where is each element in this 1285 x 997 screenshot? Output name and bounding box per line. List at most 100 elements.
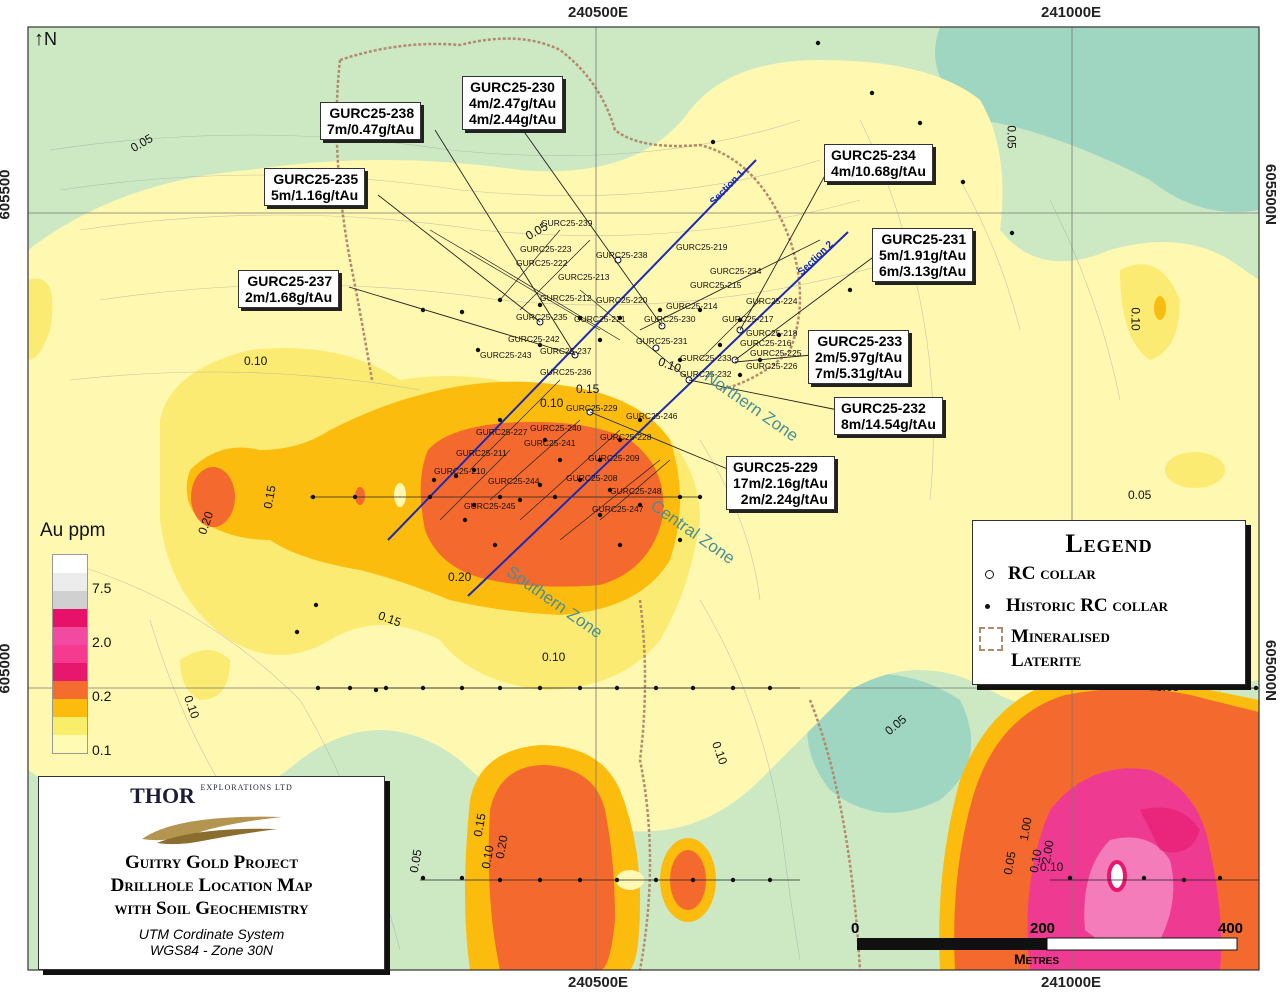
colour-scale-label: 0.2 bbox=[92, 688, 112, 704]
hole-label: GURC25-218 bbox=[746, 328, 798, 338]
hole-label: GURC25-245 bbox=[464, 501, 516, 511]
callout-intercept: 7m/5.31g/tAu bbox=[815, 365, 903, 381]
scale-tick-200: 200 bbox=[1030, 920, 1056, 937]
colour-scale-swatch bbox=[52, 735, 88, 753]
hole-label: GURC25-239 bbox=[541, 218, 593, 228]
grid-label-top-2: 241000E bbox=[1041, 4, 1102, 21]
hole-label: GURC25-235 bbox=[516, 312, 568, 322]
hole-label: GURC25-217 bbox=[722, 314, 774, 324]
hole-label: GURC25-240 bbox=[530, 423, 582, 433]
low-spot bbox=[394, 483, 406, 507]
callout-hole: GURC25-238 bbox=[329, 105, 415, 121]
colour-scale-swatch bbox=[52, 681, 88, 699]
callout-gurc25-232: GURC25-232 8m/14.54g/tAu bbox=[834, 397, 943, 435]
colour-scale-label: 2.0 bbox=[92, 634, 112, 650]
hole-label: GURC25-246 bbox=[626, 411, 678, 421]
map-title-line: Drillhole Location Map bbox=[110, 875, 313, 896]
hole-label: GURC25-241 bbox=[524, 438, 576, 448]
laterite-outline-south bbox=[638, 599, 652, 971]
hole-label: GURC25-228 bbox=[600, 432, 652, 442]
hole-label: GURC25-227 bbox=[476, 427, 528, 437]
hole-label: GURC25-231 bbox=[636, 336, 688, 346]
callout-intercept: 5m/1.91g/tAu bbox=[879, 247, 967, 263]
colour-scale-label: 0.1 bbox=[92, 742, 112, 758]
callout-gurc25-237: GURC25-237 2m/1.68g/tAu bbox=[238, 270, 340, 308]
legend-item-historic-collar: Historic RC collar bbox=[985, 595, 1168, 617]
map-frame bbox=[27, 26, 1260, 971]
callout-intercept: 4m/2.47g/tAu bbox=[469, 95, 557, 111]
se-anomaly-hot bbox=[1140, 807, 1200, 853]
callout-hole: GURC25-237 bbox=[247, 273, 333, 289]
contour-label: 0.10 bbox=[1128, 307, 1143, 331]
callout-gurc25-231: GURC25-231 5m/1.91g/tAu 6m/3.13g/tAu bbox=[872, 228, 974, 282]
orange-spot-w bbox=[191, 467, 235, 527]
callout-gurc25-238: GURC25-238 7m/0.47g/tAu bbox=[320, 102, 422, 140]
callout-hole: GURC25-230 bbox=[470, 79, 555, 95]
legend-label: Mineralised Laterite bbox=[1011, 626, 1110, 671]
coordinate-system-line: UTM Cordinate System bbox=[138, 926, 285, 942]
colour-scale-swatch bbox=[52, 663, 88, 681]
filled-dot-icon bbox=[985, 603, 990, 609]
callout-intercept: 2m/1.68g/tAu bbox=[245, 289, 333, 305]
colour-scale-title: Au ppm bbox=[40, 520, 106, 541]
coordinate-system-line: WGS84 - Zone 30N bbox=[150, 942, 273, 958]
scale-tick-0: 0 bbox=[851, 920, 860, 937]
grid-label-bottom-1: 240500E bbox=[568, 974, 629, 991]
grid-label-top-1: 240500E bbox=[568, 4, 629, 21]
grid-label-left-1: 605500 bbox=[0, 169, 14, 220]
north-arrow: ↑N bbox=[34, 28, 57, 51]
company-logo: THOR EXPLORATIONS LTD bbox=[39, 783, 384, 809]
callout-hole: GURC25-235 bbox=[273, 171, 359, 187]
callout-hole: GURC25-234 bbox=[831, 147, 916, 163]
grid-label-left-2: 605000 bbox=[0, 643, 14, 694]
hole-label: GURC25-223 bbox=[520, 244, 572, 254]
callout-leaders bbox=[348, 125, 877, 471]
legend-item-laterite: Mineralised Laterite bbox=[979, 625, 1171, 673]
open-circle-icon bbox=[985, 569, 994, 579]
contour-label: 0.20 bbox=[448, 570, 472, 584]
callout-gurc25-235: GURC25-235 5m/1.16g/tAu bbox=[264, 168, 366, 206]
hole-label: GURC25-216 bbox=[740, 338, 792, 348]
callout-intercept: 4m/10.68g/tAu bbox=[831, 163, 926, 179]
colour-scale-swatch bbox=[52, 555, 88, 573]
callout-intercept: 8m/14.54g/tAu bbox=[841, 416, 936, 432]
scale-unit: Metres bbox=[1014, 951, 1060, 967]
orange-spot bbox=[355, 487, 365, 505]
teal-patch-c bbox=[807, 673, 972, 813]
se-anomaly-pink bbox=[1084, 837, 1174, 948]
yellow-patch-w bbox=[28, 278, 53, 360]
hole-label: GURC25-236 bbox=[540, 367, 592, 377]
colour-scale-swatch bbox=[52, 573, 88, 591]
north-arrow-icon: ↑ bbox=[34, 28, 44, 50]
hole-label: GURC25-222 bbox=[516, 258, 568, 268]
hole-label: GURC25-233 bbox=[680, 353, 732, 363]
callout-intercept: 17m/2.16g/tAu bbox=[733, 475, 828, 491]
grid-label-right-2: 605000N bbox=[1261, 640, 1279, 701]
hole-label: GURC25-248 bbox=[610, 486, 662, 496]
callout-hole: GURC25-229 bbox=[733, 459, 818, 475]
legend-item-rc-collar: RC collar bbox=[985, 563, 1096, 585]
colour-scale-swatch bbox=[52, 645, 88, 663]
hole-label: GURC25-212 bbox=[540, 293, 592, 303]
callout-intercept: 6m/3.13g/tAu bbox=[879, 263, 967, 279]
hole-label: GURC25-221 bbox=[574, 314, 626, 324]
hole-label: GURC25-247 bbox=[592, 504, 644, 514]
callout-intercept: 5m/1.16g/tAu bbox=[271, 187, 359, 203]
colour-scale-bar bbox=[52, 554, 88, 754]
amber-spot-e bbox=[1154, 296, 1166, 320]
hole-label: GURC25-211 bbox=[456, 448, 507, 458]
contour-label: 0.05 bbox=[1004, 125, 1019, 149]
historic-rc-collars bbox=[294, 40, 1259, 883]
hole-label: GURC25-232 bbox=[680, 369, 732, 379]
legend-title: Legend bbox=[1065, 529, 1153, 558]
legend-label: Historic RC collar bbox=[1006, 595, 1169, 616]
hole-label: GURC25-215 bbox=[690, 280, 742, 290]
hole-label: GURC25-224 bbox=[746, 296, 798, 306]
se-anomaly-high bbox=[1107, 860, 1127, 892]
hole-label: GURC25-225 bbox=[750, 348, 802, 358]
callout-gurc25-230: GURC25-230 4m/2.47g/tAu 4m/2.44g/tAu bbox=[462, 76, 564, 130]
hole-label: GURC25-234 bbox=[710, 266, 762, 276]
grid-lines bbox=[28, 27, 1259, 970]
hole-label: GURC25-209 bbox=[588, 453, 640, 463]
